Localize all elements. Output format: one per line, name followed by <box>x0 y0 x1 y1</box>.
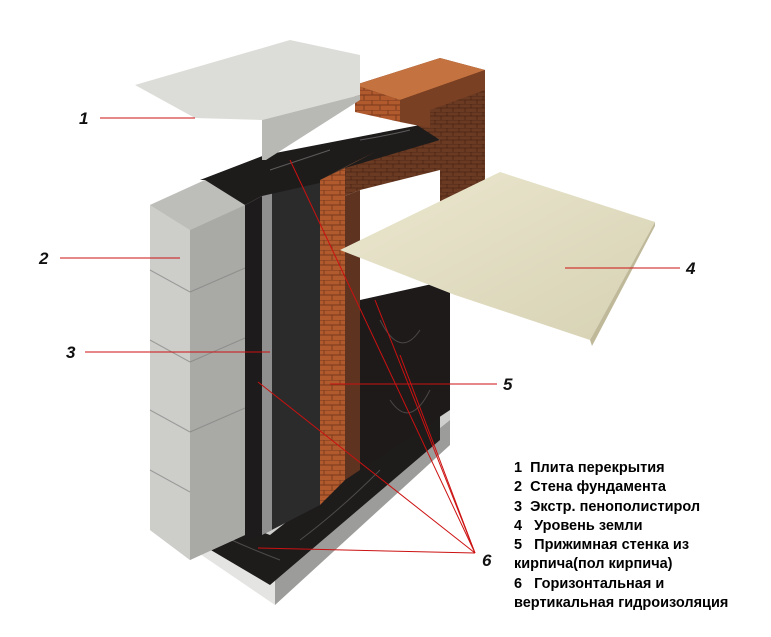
leader-lines <box>60 117 680 554</box>
callout-2: 2 <box>38 249 49 268</box>
floor-slab <box>135 40 360 160</box>
callout-4: 4 <box>685 259 696 278</box>
callout-numbers: 1 2 3 4 5 6 <box>38 109 696 570</box>
leader-6e <box>257 547 476 554</box>
callout-3: 3 <box>66 343 76 362</box>
legend: 1 Плита перекрытия 2 Стена фундамента 3 … <box>514 459 764 613</box>
leader-6a <box>289 159 476 554</box>
top-waterproofing <box>200 125 440 205</box>
legend-item-6-cont: вертикальная гидроизоляция <box>514 595 729 612</box>
leader-6d <box>257 381 476 554</box>
legend-item-6: 6 Горизонтальная и <box>514 575 665 592</box>
legend-item-1: 1 Плита перекрытия <box>514 460 665 476</box>
leader-6c <box>399 354 476 554</box>
legend-item-5: 5 Прижимная стенка из <box>514 537 690 554</box>
legend-item-4: 4 Уровень земли <box>514 517 643 534</box>
callout-5: 5 <box>503 375 513 394</box>
foundation-wall <box>149 180 246 560</box>
legend-item-3: 3 Экстр. пенополистирол <box>514 498 701 515</box>
callout-1: 1 <box>79 109 88 128</box>
vertical-waterproofing-inner <box>245 196 262 540</box>
legend-item-2: 2 Стена фундамента <box>514 479 666 496</box>
brick-upper-wall <box>355 58 485 225</box>
brick-clamp-wall <box>320 140 440 505</box>
ground-level <box>340 172 655 346</box>
leader-6b <box>374 299 476 554</box>
legend-item-5-cont: кирпича(пол кирпича) <box>514 556 673 573</box>
callout-6: 6 <box>482 551 492 570</box>
xps-insulation <box>262 172 320 535</box>
